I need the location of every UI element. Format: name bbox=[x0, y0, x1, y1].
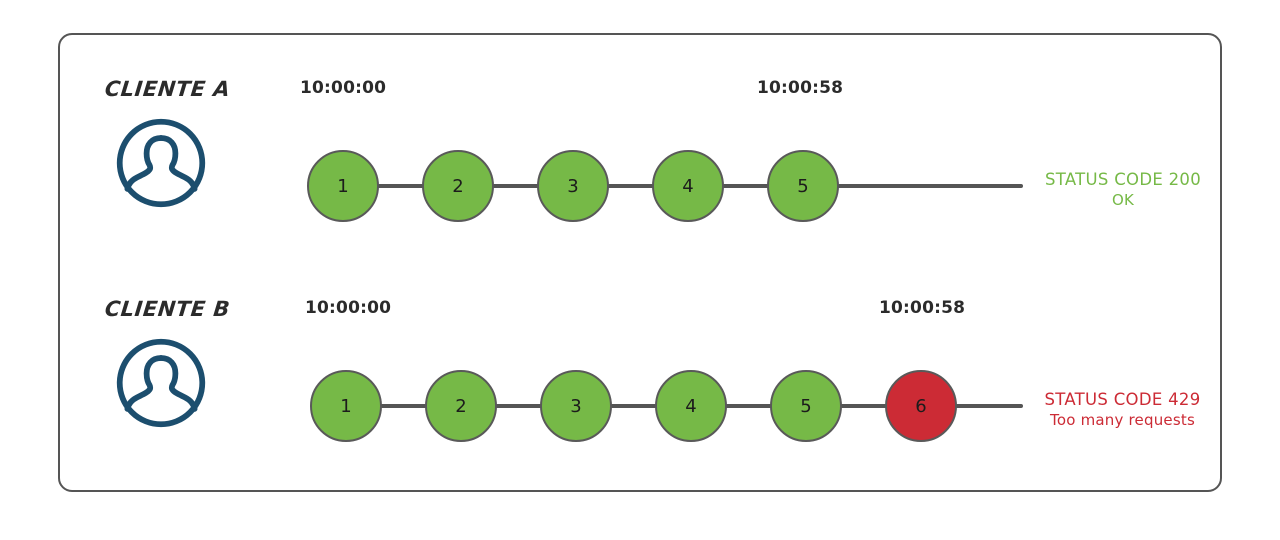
request-node[interactable]: 4 bbox=[652, 150, 724, 222]
request-node-label: 4 bbox=[685, 395, 697, 417]
request-node-label: 3 bbox=[570, 395, 582, 417]
request-node-label: 5 bbox=[800, 395, 812, 417]
row-b-request-chain: 1 2 3 4 5 6 bbox=[60, 297, 1220, 497]
row-a-request-chain: 1 2 3 4 5 bbox=[60, 77, 1220, 277]
rate-limit-diagram-card: CLIENTE A 10:00:00 10:00:58 1 bbox=[58, 33, 1222, 492]
user-avatar-icon bbox=[113, 335, 209, 431]
row-a-status-badge: STATUS CODE 200 OK bbox=[1023, 170, 1223, 209]
client-a-label: CLIENTE A bbox=[103, 77, 232, 101]
status-detail-line: OK bbox=[1111, 190, 1135, 209]
request-node[interactable]: 3 bbox=[540, 370, 612, 442]
connector bbox=[838, 404, 896, 408]
request-node-label: 2 bbox=[452, 175, 464, 197]
connector bbox=[720, 184, 778, 188]
request-node[interactable]: 4 bbox=[655, 370, 727, 442]
status-detail-line: Too many requests bbox=[1050, 410, 1195, 429]
request-node-label: 1 bbox=[337, 175, 349, 197]
request-node[interactable]: 5 bbox=[770, 370, 842, 442]
request-node-rejected[interactable]: 6 bbox=[885, 370, 957, 442]
request-node-label: 1 bbox=[340, 395, 352, 417]
connector bbox=[490, 184, 548, 188]
request-node[interactable]: 5 bbox=[767, 150, 839, 222]
request-node-label: 6 bbox=[915, 395, 927, 417]
client-row-b: CLIENTE B 10:00:00 10:00:58 1 bbox=[60, 297, 1220, 497]
request-node[interactable]: 1 bbox=[310, 370, 382, 442]
request-node[interactable]: 3 bbox=[537, 150, 609, 222]
row-b-timestamp-end: 10:00:58 bbox=[879, 298, 966, 318]
connector bbox=[375, 184, 433, 188]
request-node[interactable]: 1 bbox=[307, 150, 379, 222]
request-node-label: 3 bbox=[567, 175, 579, 197]
connector-to-status bbox=[835, 184, 1023, 188]
row-a-timestamp-start: 10:00:00 bbox=[300, 78, 387, 98]
connector-to-status bbox=[953, 404, 1023, 408]
connector bbox=[378, 404, 436, 408]
connector bbox=[493, 404, 551, 408]
connector bbox=[605, 184, 663, 188]
row-a-timestamp-end: 10:00:58 bbox=[757, 78, 844, 98]
status-code-line: STATUS CODE 200 bbox=[1044, 170, 1202, 189]
request-node-label: 4 bbox=[682, 175, 694, 197]
client-b-label: CLIENTE B bbox=[103, 297, 232, 321]
request-node[interactable]: 2 bbox=[422, 150, 494, 222]
user-avatar-icon bbox=[113, 115, 209, 211]
connector bbox=[608, 404, 666, 408]
status-code-line: STATUS CODE 429 bbox=[1044, 390, 1201, 409]
client-row-a: CLIENTE A 10:00:00 10:00:58 1 bbox=[60, 77, 1220, 277]
connector bbox=[723, 404, 781, 408]
row-b-status-badge: STATUS CODE 429 Too many requests bbox=[1020, 390, 1225, 429]
request-node[interactable]: 2 bbox=[425, 370, 497, 442]
request-node-label: 2 bbox=[455, 395, 467, 417]
row-b-timestamp-start: 10:00:00 bbox=[305, 298, 392, 318]
request-node-label: 5 bbox=[797, 175, 809, 197]
